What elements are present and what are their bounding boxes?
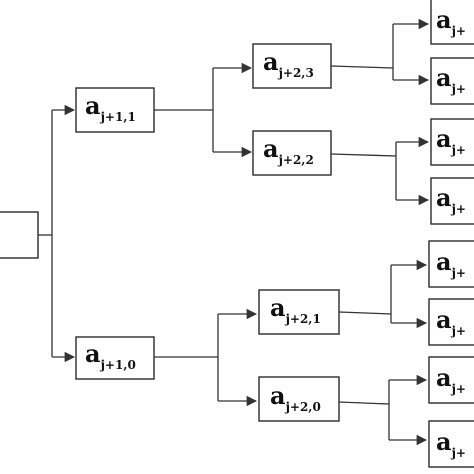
- node-a-j1-0-label: aj+1,0: [85, 339, 136, 372]
- node-a-j1-1-label: aj+1,1: [85, 91, 136, 124]
- node-leaf-6-label: aj+: [436, 63, 466, 96]
- node-a-j2-2-box: [252, 130, 332, 176]
- node-leaf-4: aj+: [430, 177, 474, 225]
- node-a-j2-1-label: aj+2,1: [270, 293, 321, 326]
- node-leaf-4-box: [430, 177, 474, 225]
- node-leaf-3-label: aj+: [436, 247, 466, 280]
- node-a-j2-0-box: [258, 376, 340, 422]
- node-leaf-2-label: aj+: [436, 305, 466, 338]
- node-leaf-7: aj+: [430, 0, 474, 45]
- node-leaf-1: aj+: [428, 356, 474, 404]
- node-a-j2-3: aj+2,3: [252, 43, 332, 89]
- node-a-j2-3-box: [252, 43, 332, 89]
- node-leaf-5-box: [430, 118, 474, 166]
- node-root-box: [0, 211, 39, 259]
- node-leaf-3: aj+: [428, 240, 474, 288]
- node-a-j2-3-label: aj+2,3: [263, 47, 314, 80]
- node-a-j2-0: aj+2,0: [258, 376, 340, 422]
- node-leaf-0-label: aj+: [436, 427, 466, 460]
- node-leaf-0-box: [428, 420, 474, 468]
- node-leaf-6-box: [430, 57, 474, 105]
- node-a-j1-0-box: [75, 336, 155, 380]
- node-a-j1-1-box: [75, 87, 155, 133]
- node-a-j2-2: aj+2,2: [252, 130, 332, 176]
- edge-a-j2-1-trunk: [338, 311, 392, 315]
- node-leaf-5-label: aj+: [436, 124, 466, 157]
- edge-a-j2-0-trunk: [338, 401, 390, 405]
- node-leaf-7-label: aj+: [436, 5, 466, 38]
- node-leaf-6: aj+: [430, 57, 474, 105]
- node-leaf-1-box: [428, 356, 474, 404]
- edge-a-j2-3-trunk: [330, 65, 394, 69]
- node-a-j2-0-label: aj+2,0: [270, 381, 321, 414]
- node-a-j1-1: aj+1,1: [75, 87, 155, 133]
- node-leaf-4-label: aj+: [436, 183, 466, 216]
- node-a-j2-2-label: aj+2,2: [263, 134, 314, 167]
- node-leaf-7-box: [430, 0, 474, 45]
- node-leaf-3-box: [428, 240, 474, 288]
- node-leaf-0: aj+: [428, 420, 474, 468]
- node-a-j2-1-box: [258, 289, 340, 335]
- node-leaf-2: aj+: [428, 298, 474, 346]
- edges: [38, 18, 430, 446]
- node-leaf-1-label: aj+: [436, 363, 466, 396]
- node-a-j1-0: aj+1,0: [75, 336, 155, 380]
- node-a-j2-1: aj+2,1: [258, 289, 340, 335]
- node-leaf-2-box: [428, 298, 474, 346]
- node-root: [0, 211, 39, 259]
- node-leaf-5: aj+: [430, 118, 474, 166]
- edge-a-j2-2-trunk: [330, 153, 397, 157]
